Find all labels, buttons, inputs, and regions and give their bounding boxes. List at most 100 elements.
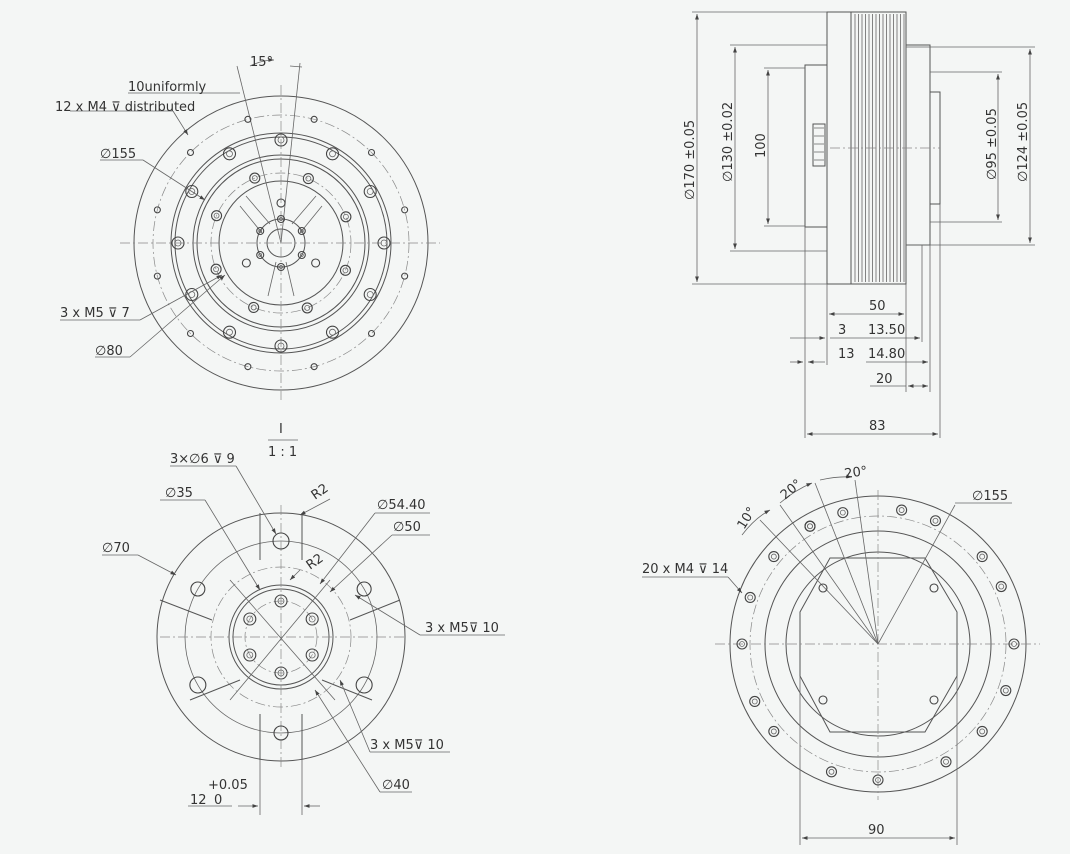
dia-170-label: ∅170 ±0.05 <box>683 120 698 200</box>
flange-hole <box>244 115 252 123</box>
detail-title: I <box>279 422 283 437</box>
hub-hole <box>279 217 283 221</box>
back-hole <box>929 515 942 527</box>
dia6-hole <box>272 532 290 550</box>
flange-hole <box>310 115 318 123</box>
back-holes-group <box>736 504 1020 786</box>
bolt-hole <box>222 325 237 339</box>
back-hole <box>749 695 761 708</box>
angle-10-label: 10° <box>735 505 760 532</box>
hub-hole <box>258 229 263 233</box>
dia-54-40-label: ∅54.40 <box>377 498 426 513</box>
hub-bolt <box>246 615 254 623</box>
flange-hole <box>310 363 318 371</box>
hub-bolt <box>243 612 257 626</box>
back-hole <box>770 553 777 560</box>
back-hole <box>1002 687 1009 694</box>
back-hole <box>1000 684 1012 697</box>
inner-back-hole <box>818 695 828 705</box>
holes-label-line1: 10uniformly <box>128 80 207 95</box>
dim-100-label: 100 <box>754 133 769 158</box>
inner-hole <box>305 175 312 182</box>
center-hole <box>276 198 286 208</box>
bolt-hole <box>325 147 340 161</box>
r2-mid-label: R2 <box>304 551 327 573</box>
center-hole <box>311 258 321 268</box>
bolt-hole <box>366 188 374 195</box>
back-hole <box>739 641 745 647</box>
hub-bolt <box>277 597 285 605</box>
back-hole <box>770 728 777 735</box>
back-hole <box>751 698 758 705</box>
back-hole <box>807 523 813 530</box>
m5-right-label: 3 x M5⊽ 10 <box>425 621 499 636</box>
flange-hole <box>367 148 376 157</box>
hub-bolt <box>308 615 316 623</box>
back-hole <box>736 638 748 650</box>
back-hole <box>940 756 952 768</box>
hub-hole <box>256 226 265 236</box>
holes-6-label: 3×∅6 ⊽ 9 <box>170 452 235 467</box>
tolerance-lower: 0 <box>214 793 222 808</box>
bolt-hole <box>377 236 391 250</box>
hub-bolt <box>274 666 288 680</box>
back-hole <box>932 517 939 524</box>
back-hole <box>872 774 884 786</box>
m5-hole <box>190 581 206 597</box>
bolt-hole <box>274 133 288 147</box>
hub-hole <box>299 253 304 257</box>
bolt-hole <box>171 236 185 250</box>
dia-80-label: ∅80 <box>95 344 123 359</box>
dia-40-label: ∅40 <box>382 778 410 793</box>
inner-hole <box>213 266 219 273</box>
hub-bolt <box>305 648 319 662</box>
bolt-hole <box>222 147 237 161</box>
flange-hole <box>401 206 409 214</box>
inner-hole <box>343 213 349 220</box>
back-hole <box>995 580 1007 593</box>
dia-35-label: ∅35 <box>165 486 193 501</box>
holes-label-line2: 12 x M4 ⊽ distributed <box>55 100 195 115</box>
dim-20-label: 20 <box>876 372 893 387</box>
back-hole <box>747 594 754 601</box>
inner-hole <box>301 302 313 314</box>
angle-15-label: 15° <box>250 55 273 70</box>
detail-view-i: I 1 : 1 <box>102 422 505 815</box>
flange-hole <box>186 148 195 157</box>
back-hole <box>1008 638 1020 650</box>
back-hole <box>825 766 838 778</box>
back-view-bottom-right: 20° 20° 10° ∅155 20 x M4 ⊽ 14 90 <box>642 464 1040 845</box>
back-hole <box>744 591 756 604</box>
bolt-hole <box>363 287 377 302</box>
back-hole <box>828 768 835 775</box>
flange-holes-group <box>153 115 409 371</box>
bolt-hole <box>274 339 288 353</box>
bolt-hole <box>380 239 388 247</box>
back-hole <box>875 777 881 783</box>
width-12-label: 12 <box>190 793 207 808</box>
m5-bottom-label: 3 x M5⊽ 10 <box>370 738 444 753</box>
side-view-top-right: ∅170 ±0.05 ∅130 ±0.02 100 ∅95 ±0.05 ∅124… <box>683 11 1035 438</box>
flange-hole <box>401 272 409 280</box>
bolt-hole <box>185 287 199 302</box>
inner-back-hole <box>929 695 939 705</box>
inner-hole <box>304 305 311 311</box>
bolt-hole <box>329 150 336 158</box>
hub-hole <box>279 265 283 269</box>
hub-bolt <box>274 594 288 608</box>
inner-hole <box>339 264 351 276</box>
bolt-hole <box>226 150 233 158</box>
hub-bolt <box>243 648 257 662</box>
hub-hole <box>297 250 306 260</box>
angle-20a-label: 20° <box>843 464 868 482</box>
inner-hole <box>248 301 260 313</box>
back-hole <box>943 758 949 765</box>
flange-hole <box>244 363 252 371</box>
holes-m4-label: 20 x M4 ⊽ 14 <box>642 562 728 577</box>
inner-hole <box>251 175 258 181</box>
inner-back-hole <box>818 583 828 593</box>
hub-hole <box>258 253 263 257</box>
flange-hole <box>186 329 195 338</box>
flange-hole <box>153 272 161 280</box>
